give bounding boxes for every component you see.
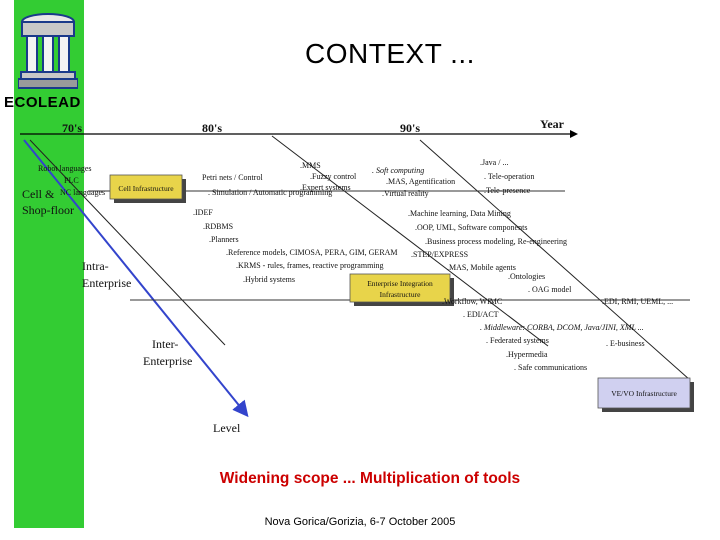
item-oop: .OOP, UML, Software components [415, 223, 527, 232]
timeline-90s: 90's [400, 121, 420, 135]
item-step: .STEP/EXPRESS [411, 250, 468, 259]
caption: Widening scope ... Multiplication of too… [219, 470, 521, 487]
item-masmobile: .MAS, Mobile agents [447, 263, 516, 272]
level-axis-label: Level [213, 421, 241, 435]
item-mas: .MAS, Agentification [386, 177, 455, 186]
item-idef: .IDEF [193, 208, 213, 217]
item-oag: . OAG model [528, 285, 572, 294]
building-columns-icon [18, 13, 78, 89]
level-intra-2: Enterprise [82, 276, 131, 290]
level-axis-arrow [23, 139, 249, 418]
diagonal-band-2 [271, 135, 549, 347]
timeline-year: Year [540, 117, 565, 131]
level-shopfloor: Shop-floor [22, 203, 74, 217]
timeline-arrow [570, 130, 578, 138]
box-cell [109, 174, 183, 200]
box-cell-label: Cell Infrastructure [118, 184, 174, 193]
slide-title: CONTEXT ... [305, 38, 475, 69]
level-intra-1: Intra- [82, 259, 109, 273]
item-ontologies: .Ontologies [508, 272, 545, 281]
item-hypermedia: .Hypermedia [506, 350, 548, 359]
item-petri: Petri nets / Control [202, 173, 263, 182]
logo-text: ECOLEAD [4, 94, 81, 111]
box-vevg-label: VE/VO Infrastructure [611, 389, 677, 398]
item-hybrid: .Hybrid systems [243, 275, 295, 284]
item-vr: .Virtual reality [382, 189, 429, 198]
item-expert: .Expert systems [300, 183, 351, 192]
box-ei-label-1: Enterprise Integration [367, 279, 433, 288]
item-nclang: NC languages [60, 188, 105, 197]
box-vevg [597, 377, 691, 409]
diagonal-band-3 [419, 139, 691, 381]
item-middleware: . Middleware: CORBA, DCOM, Java/JINI, XM… [480, 323, 644, 332]
item-java: .Java / ... [480, 158, 508, 167]
footer: Nova Gorica/Gorizia, 6-7 October 2005 [264, 516, 456, 528]
item-ebxml: .EDI, RMI, UEML, ... [602, 297, 673, 306]
item-federated: . Federated systems [486, 336, 549, 345]
item-mms: .MMS [300, 161, 321, 170]
item-sim: . Simulation / Automatic programming [208, 188, 332, 197]
item-ebusiness: . E-business [606, 339, 645, 348]
level-inter-1: Inter- [152, 337, 178, 351]
diagonal-band-top [29, 139, 226, 346]
item-refmodels: .Reference models, CIMOSA, PERA, GIM, GE… [226, 248, 398, 257]
item-telepres: .Tele-presence [484, 186, 531, 195]
item-softcomp: . Soft computing [372, 166, 424, 175]
level-cell: Cell & [22, 187, 55, 201]
item-workflow: .Workflow, WfMC [442, 297, 502, 306]
timeline-70s: 70's [62, 121, 82, 135]
item-edi: . EDI/ACT [463, 310, 499, 319]
item-safecomm: . Safe communications [514, 363, 587, 372]
item-rdbms: .RDBMS [203, 222, 233, 231]
item-bpm: .Business process modeling, Re-engineeri… [425, 237, 567, 246]
level-inter-2: Enterprise [143, 354, 192, 368]
item-teleop: . Tele-operation [484, 172, 534, 181]
item-plc: PLC [64, 176, 79, 185]
box-ei [349, 273, 451, 303]
item-planners: .Planners [209, 235, 239, 244]
item-ml: .Machine learning, Data Mining [408, 209, 511, 218]
item-fuzzy: .Fuzzy control [310, 172, 357, 181]
context-diagram: 70's 80's 90's Year Level Cell & Shop-fl… [20, 117, 694, 435]
item-robot: Robot languages [38, 164, 92, 173]
timeline-80s: 80's [202, 121, 222, 135]
box-ei-label-2: Infrastructure [380, 290, 421, 299]
item-krms: .KRMS - rules, frames, reactive programm… [236, 261, 384, 270]
